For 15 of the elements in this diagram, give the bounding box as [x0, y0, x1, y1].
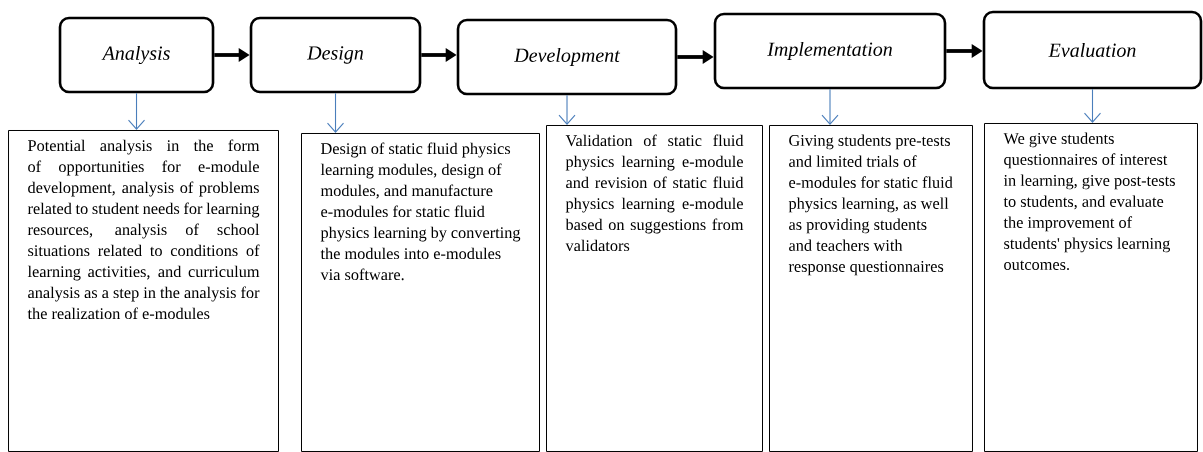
arrow	[1083, 88, 1102, 123]
stage-box: Implementation	[713, 12, 947, 90]
description-box: Design of static fluid physics learning modules, design of modules, and manufacture e-modules for static fluid physics learning by converting the modules into e-modules via software.	[301, 133, 540, 452]
stage-box: Development	[456, 18, 678, 96]
description-box: Giving students pre-tests and limited trials of e-modules for static fluid physics learning, as well as providing students and teachers with response questionnaires	[769, 125, 973, 452]
stage-box: Evaluation	[982, 10, 1203, 90]
arrow	[821, 88, 839, 125]
arrow	[127, 92, 146, 130]
description-box: Potential analysis in the form of opportunities for e-module development, analysis of problems related to student needs for learning resources, analysis of school situations related to conditions of learning activities, and curriculum analysis as a step in the analysis for the realization of e-modules	[8, 130, 279, 452]
stage-box: Analysis	[58, 16, 215, 94]
stage-box: Design	[249, 16, 422, 94]
description-box: Validation of static fluid physics learning e-module and revision of static fluid physics learning e-module based on suggestions from validators	[546, 125, 763, 452]
arrow	[558, 94, 576, 125]
arrow	[326, 92, 345, 133]
description-box: We give students questionnaires of interest in learning, give post-tests to students, and evaluate the improvement of students' physics learning outcomes.	[984, 123, 1198, 452]
